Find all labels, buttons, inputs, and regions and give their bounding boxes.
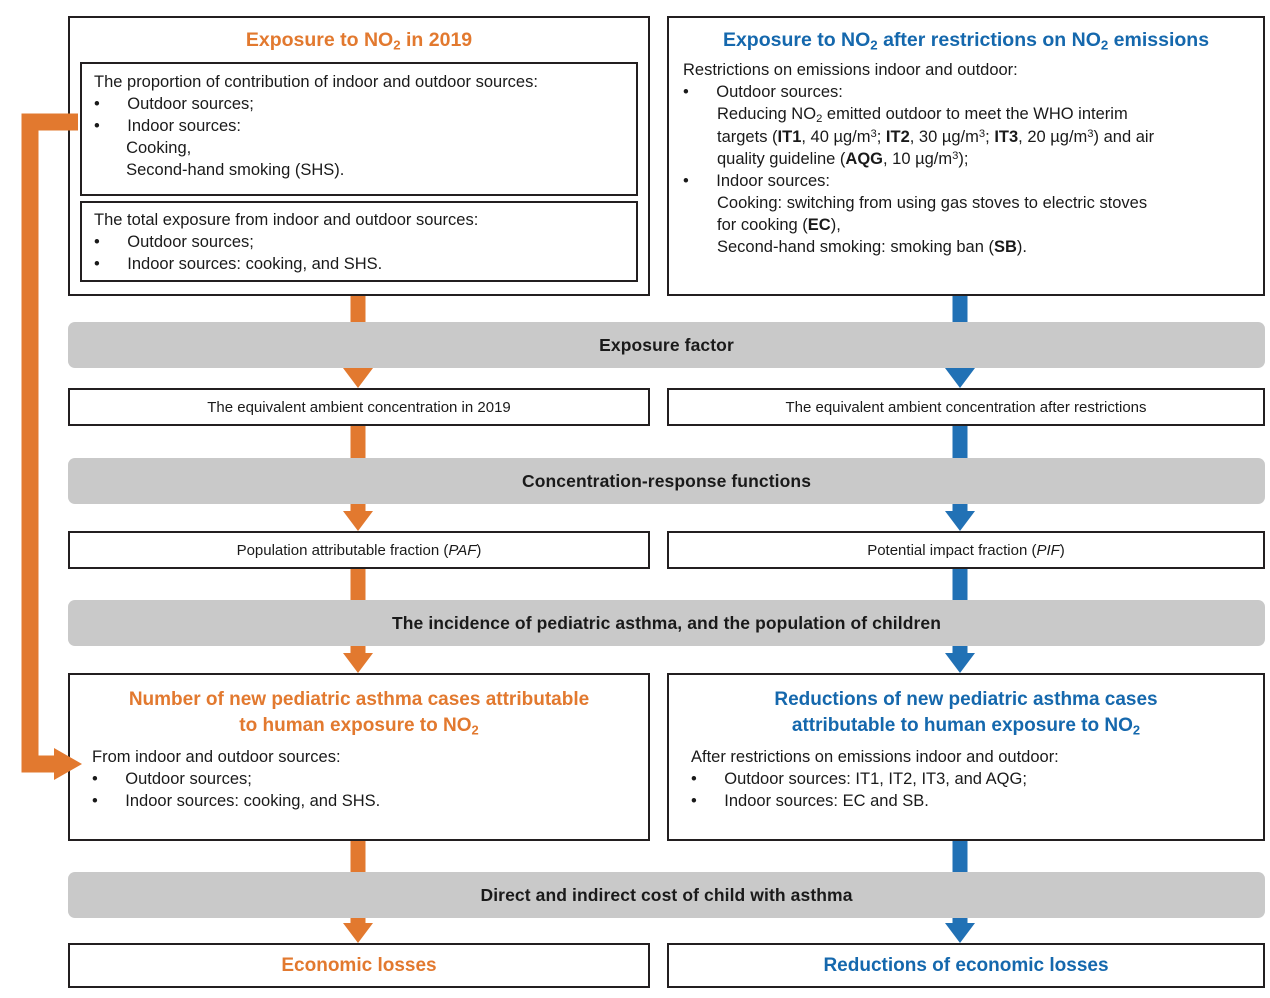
left-final-box: Economic losses — [68, 943, 650, 988]
right-box1-lead: Restrictions on emissions indoor and out… — [683, 61, 1018, 79]
gray-bar-label-0: Exposure factor — [599, 334, 734, 355]
left-box1-line-3: Second-hand smoking (SHS). — [94, 160, 345, 179]
gray-bar-concentration-response: Concentration-response functions — [68, 458, 1265, 504]
right-result-box: Reductions of new pediatric asthma cases… — [667, 673, 1265, 841]
left-box2-line-1: • Indoor sources: cooking, and SHS. — [94, 254, 383, 273]
left-concentration-label: The equivalent ambient concentration in … — [207, 398, 511, 416]
left-result-lead: From indoor and outdoor sources: — [92, 747, 341, 766]
right-box-restrictions: Restrictions on emissions indoor and out… — [683, 60, 1255, 259]
right-box1-indoor-line-1: Cooking: switching from using gas stoves… — [717, 193, 1148, 212]
left-result-line-1: • Indoor sources: cooking, and SHS. — [92, 791, 381, 810]
right-result-line-0: • Outdoor sources: IT1, IT2, IT3, and AQ… — [691, 769, 1027, 788]
right-result-body: After restrictions on emissions indoor a… — [669, 743, 1263, 821]
left-box2-lead: The total exposure from indoor and outdo… — [94, 211, 479, 229]
right-box1-outdoor-line-3: quality guideline (AQG, 10 µg/m3); — [717, 149, 969, 168]
right-final-label: Reductions of economic losses — [823, 954, 1109, 976]
left-paf-label: Population attributable fraction (PAF) — [236, 541, 482, 559]
right-box1-indoor-line-2: for cooking (EC), — [717, 215, 841, 234]
left-result-title-line2: to human exposure to NO2 — [239, 714, 479, 738]
right-result-lead: After restrictions on emissions indoor a… — [691, 747, 1059, 766]
right-box1-bullet-indoor: • Indoor sources: — [683, 171, 831, 190]
right-concentration-label: The equivalent ambient concentration aft… — [785, 398, 1147, 416]
right-panel-title: Exposure to NO2 after restrictions on NO… — [671, 28, 1261, 54]
left-result-title-line1: Number of new pediatric asthma cases att… — [128, 689, 590, 710]
left-result-body: From indoor and outdoor sources: • Outdo… — [70, 743, 648, 821]
right-result-title-line2: attributable to human exposure to NO2 — [791, 714, 1141, 738]
right-box1-outdoor-line-2: targets (IT1, 40 µg/m3; IT2, 30 µg/m3; I… — [717, 127, 1155, 146]
left-box1-line-1: • Indoor sources: — [94, 116, 242, 135]
right-result-title: Reductions of new pediatric asthma cases… — [669, 675, 1263, 743]
left-box-contribution: The proportion of contribution of indoor… — [80, 62, 638, 196]
gray-bar-label-3: Direct and indirect cost of child with a… — [480, 884, 853, 905]
gray-bar-cost: Direct and indirect cost of child with a… — [68, 872, 1265, 918]
right-pif-label: Potential impact fraction (PIF) — [867, 541, 1065, 559]
left-result-title: Number of new pediatric asthma cases att… — [70, 675, 648, 743]
right-panel-title-text: Exposure to NO2 after restrictions on NO… — [722, 29, 1210, 53]
gray-bar-label-1: Concentration-response functions — [521, 470, 812, 491]
right-box1-outdoor-line-1: Reducing NO2 emitted outdoor to meet the… — [717, 104, 1128, 126]
left-panel-title: Exposure to NO2 in 2019 — [78, 28, 640, 54]
gray-bar-exposure-factor: Exposure factor — [68, 322, 1265, 368]
left-box1-line-0: • Outdoor sources; — [94, 94, 254, 113]
left-box2-line-0: • Outdoor sources; — [94, 232, 254, 251]
left-box-total-exposure: The total exposure from indoor and outdo… — [80, 201, 638, 282]
right-box1-indoor-line-3: Second-hand smoking: smoking ban (SB). — [717, 237, 1028, 256]
right-result-line-1: • Indoor sources: EC and SB. — [691, 791, 929, 810]
right-concentration-box: The equivalent ambient concentration aft… — [667, 388, 1265, 426]
left-box1-lead: The proportion of contribution of indoor… — [94, 73, 538, 91]
right-panel-outer-box — [667, 16, 1265, 296]
right-pif-box: Potential impact fraction (PIF) — [667, 531, 1265, 569]
gray-bar-incidence: The incidence of pediatric asthma, and t… — [68, 600, 1265, 646]
right-final-box: Reductions of economic losses — [667, 943, 1265, 988]
left-result-line-0: • Outdoor sources; — [92, 769, 252, 788]
gray-bar-label-2: The incidence of pediatric asthma, and t… — [391, 612, 942, 633]
right-result-title-line1: Reductions of new pediatric asthma cases — [774, 689, 1158, 710]
left-final-label: Economic losses — [281, 954, 437, 976]
left-panel-title-text: Exposure to NO2 in 2019 — [245, 29, 473, 53]
left-box1-line-2: Cooking, — [94, 138, 192, 157]
right-box1-bullet-outdoor: • Outdoor sources: — [683, 82, 843, 101]
left-paf-box: Population attributable fraction (PAF) — [68, 531, 650, 569]
left-concentration-box: The equivalent ambient concentration in … — [68, 388, 650, 426]
